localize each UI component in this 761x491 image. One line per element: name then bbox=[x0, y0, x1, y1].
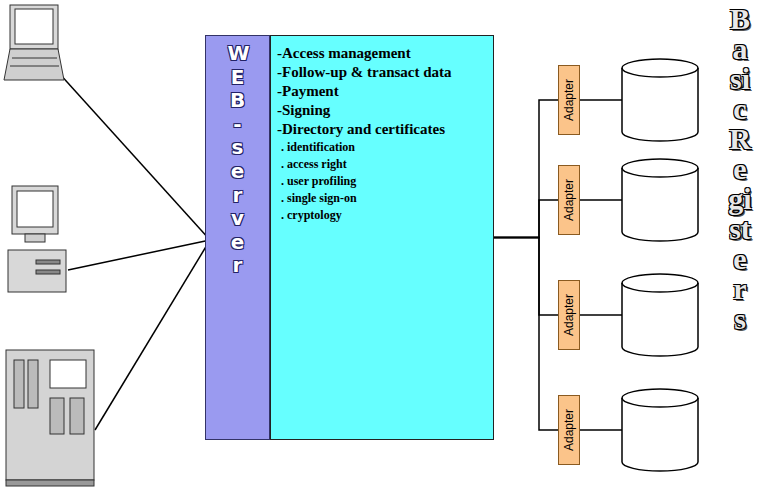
adapter-label: Adapter bbox=[562, 179, 576, 221]
service-item: -Signing bbox=[277, 101, 487, 120]
adapter-box: Adapter bbox=[558, 280, 580, 350]
cylinder-rim bbox=[622, 68, 698, 77]
connector bbox=[494, 238, 558, 431]
cylinder-body bbox=[622, 389, 698, 471]
adapter-label: Adapter bbox=[562, 79, 576, 121]
connector bbox=[494, 200, 558, 238]
desktop-icon bbox=[8, 186, 66, 292]
vertical-label: Basic Registers bbox=[728, 4, 752, 334]
server-icon bbox=[6, 350, 94, 486]
cylinder-body bbox=[622, 159, 698, 241]
register-link bbox=[580, 99, 622, 101]
laptop-icon bbox=[4, 5, 64, 80]
register-link bbox=[580, 199, 622, 201]
adapter-box: Adapter bbox=[558, 165, 580, 235]
register-link bbox=[580, 314, 622, 316]
sub-item: . user profiling bbox=[277, 173, 487, 190]
sub-item: . cryptology bbox=[277, 207, 487, 224]
service-item: -Directory and certificates bbox=[277, 120, 487, 139]
adapter-label: Adapter bbox=[562, 294, 576, 336]
sub-item: . single sign-on bbox=[277, 190, 487, 207]
cylinder-rim bbox=[622, 168, 698, 177]
adapter-box: Adapter bbox=[558, 395, 580, 465]
adapter-label: Adapter bbox=[562, 409, 576, 451]
cylinder-rim bbox=[622, 283, 698, 292]
connector bbox=[494, 100, 558, 238]
service-item: -Follow-up & transact data bbox=[277, 63, 487, 82]
cylinder-body bbox=[622, 274, 698, 356]
server-title: WEB-server bbox=[228, 42, 248, 278]
service-item: -Payment bbox=[277, 82, 487, 101]
register-link bbox=[580, 429, 622, 431]
sub-item: . access right bbox=[277, 156, 487, 173]
web-server-strip: WEB-server bbox=[205, 35, 270, 440]
cylinder-body bbox=[622, 59, 698, 141]
connector bbox=[494, 238, 558, 316]
register-cylinders bbox=[580, 59, 698, 471]
adapter-box: Adapter bbox=[558, 65, 580, 135]
cylinder-rim bbox=[622, 398, 698, 407]
sub-item: . identification bbox=[277, 139, 487, 156]
service-item: -Access management bbox=[277, 44, 487, 63]
service-panel: -Access management-Follow-up & transact … bbox=[270, 35, 494, 440]
